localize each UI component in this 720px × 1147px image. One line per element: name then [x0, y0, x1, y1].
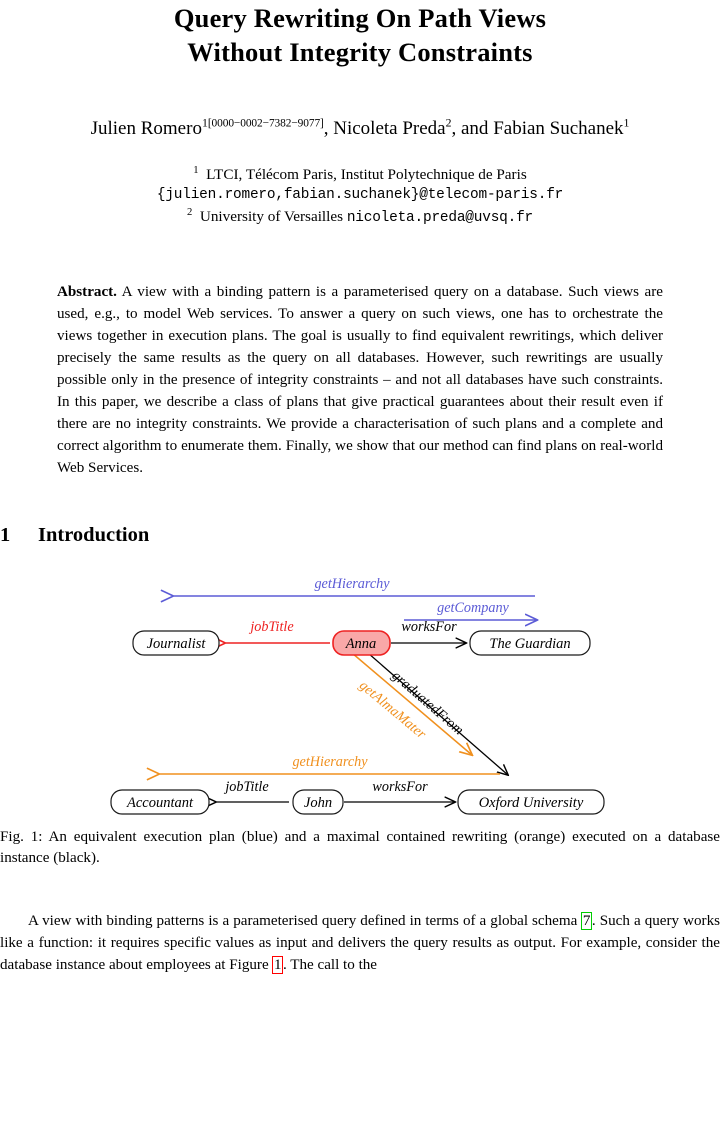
node-label-journalist: Journalist [147, 636, 207, 652]
node-anna[interactable]: Anna [332, 629, 391, 656]
figure-1-graph: getHierarchy getCompany jobTitle worksFo… [110, 576, 605, 815]
node-oxford-university[interactable]: Oxford University [457, 789, 605, 815]
author-name-3: Fabian Suchanek [493, 117, 624, 139]
affiliation-institution-2: University of Versailles [199, 207, 344, 225]
author-1-orcid: [0000−0002−7382−9077] [207, 117, 324, 130]
figure-1: getHierarchy getCompany jobTitle worksFo… [0, 573, 720, 821]
figure-reference-link-1[interactable]: 1 [272, 955, 283, 974]
edge-get-hierarchy-top: getHierarchy [172, 576, 535, 596]
title-line-1: Query Rewriting On Path Views [173, 3, 547, 33]
edge-label-get-hierarchy-bottom: getHierarchy [292, 754, 368, 770]
abstract-block: Abstract. A view with a binding pattern … [57, 282, 663, 480]
node-label-accountant: Accountant [126, 795, 194, 811]
author-separator-2: , and [451, 117, 494, 139]
section-heading-introduction: 1 Introduction [0, 524, 720, 547]
abstract-text: A view with a binding pattern is a param… [57, 284, 663, 476]
paragraph-text-c: . The call to the [282, 956, 378, 973]
node-label-anna: Anna [345, 636, 377, 652]
edge-label-works-for-anna: worksFor [401, 619, 457, 635]
node-accountant[interactable]: Accountant [110, 789, 210, 815]
affiliation-email-2: nicoleta.preda@uvsq.fr [346, 209, 534, 226]
abstract-label: Abstract. [57, 284, 117, 301]
paragraph-text-b: . Such a query works like a function: it… [0, 912, 720, 973]
edge-job-title-anna: jobTitle [224, 619, 330, 643]
figure-caption-prefix: Fig. 1: [0, 828, 43, 845]
paragraph-text-a: A view with binding patterns is a parame… [28, 912, 582, 929]
edge-job-title-john: jobTitle [215, 779, 289, 802]
author-2-affil-mark: 2 [445, 116, 452, 130]
edge-label-get-company: getCompany [437, 600, 509, 616]
affiliation-block: 1 LTCI, Télécom Paris, Institut Polytech… [0, 164, 720, 229]
edge-get-hierarchy-bottom: getHierarchy [158, 754, 500, 774]
edge-get-alma-mater: getAlmaMater [351, 652, 472, 755]
node-label-john: John [304, 795, 332, 811]
node-journalist[interactable]: Journalist [132, 630, 220, 656]
edge-works-for-john: worksFor [344, 779, 455, 802]
author-3-affil-mark: 1 [623, 116, 630, 130]
affiliation-line-2: 2 University of Versailles nicoleta.pred… [0, 206, 720, 229]
edge-label-job-title-anna: jobTitle [248, 619, 293, 635]
edge-label-get-hierarchy-top: getHierarchy [314, 576, 390, 592]
author-name-1: Julien Romero [90, 117, 202, 139]
node-john[interactable]: John [292, 789, 344, 815]
citation-link-7[interactable]: 7 [581, 911, 592, 930]
affiliation-institution-1: LTCI, Télécom Paris, Institut Polytechni… [206, 165, 527, 183]
edge-label-job-title-john: jobTitle [223, 779, 268, 795]
node-the-guardian[interactable]: The Guardian [469, 630, 591, 656]
edge-label-works-for-john: worksFor [372, 779, 428, 795]
affiliation-email-1: {julien.romero,fabian.suchanek}@telecom-… [156, 187, 564, 204]
affiliation-mark-1: 1 [193, 164, 199, 176]
figure-caption-text: An equivalent execution plan (blue) and … [0, 828, 720, 866]
node-label-the-guardian: The Guardian [489, 636, 570, 652]
section-number: 1 [0, 523, 11, 546]
author-name-2: Nicoleta Preda [333, 117, 446, 139]
author-1-affil-mark: 1 [201, 116, 208, 130]
figure-caption: Fig. 1: An equivalent execution plan (bl… [0, 827, 720, 869]
author-separator-1: , [323, 117, 334, 139]
node-label-oxford-university: Oxford University [479, 795, 584, 811]
author-list: Julien Romero1[0000−0002−7382−9077], Nic… [0, 117, 720, 142]
introduction-paragraph-1: A view with binding patterns is a parame… [0, 911, 720, 977]
title-line-2: Without Integrity Constraints [187, 37, 533, 68]
page-title: Query Rewriting On Path Views Without In… [0, 0, 720, 70]
affiliation-mark-2: 2 [186, 206, 193, 218]
edge-works-for-anna: worksFor [391, 619, 466, 643]
section-title: Introduction [38, 523, 150, 546]
affiliation-line-1: 1 LTCI, Télécom Paris, Institut Polytech… [0, 164, 720, 186]
edge-get-company: getCompany [404, 600, 537, 620]
